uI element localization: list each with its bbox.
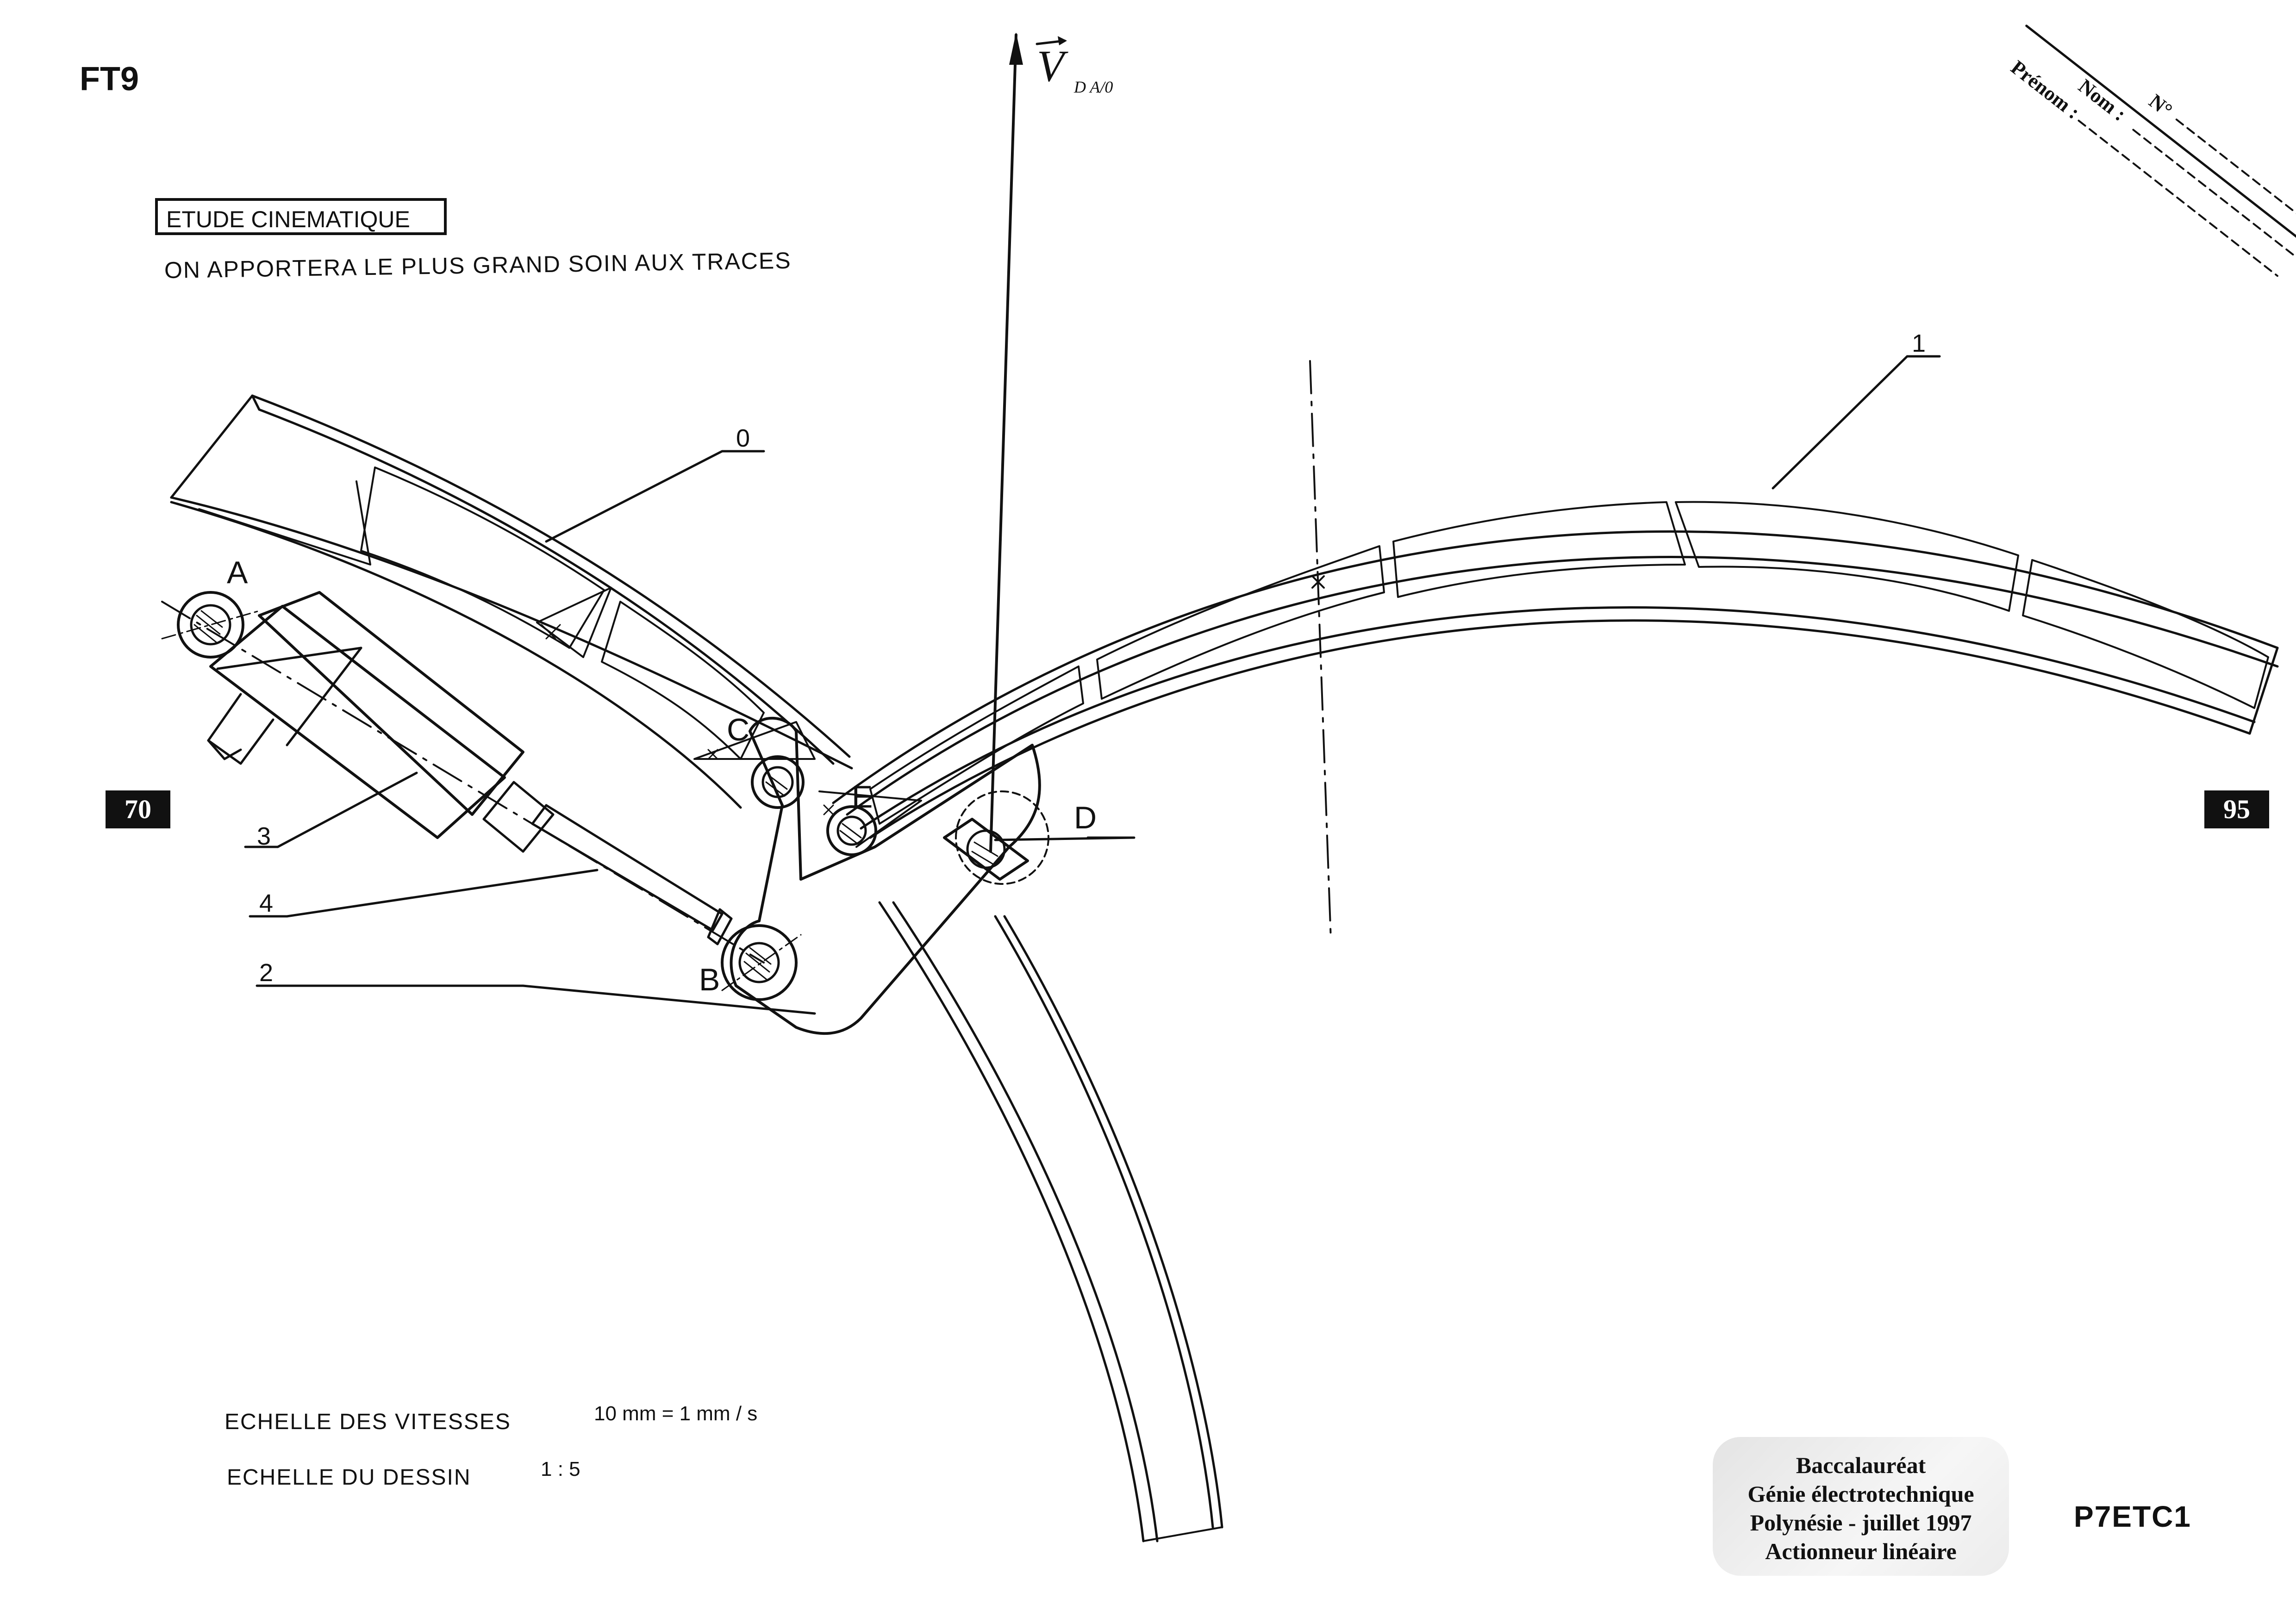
pivot-b: [721, 924, 802, 1001]
sheet-id: FT9: [80, 61, 139, 98]
page-marker-right: 95: [2204, 790, 2269, 828]
exam-info-box: Baccalauréat Génie électrotechnique Poly…: [1713, 1437, 2009, 1576]
label-part-3: 3: [257, 822, 271, 850]
speed-scale-label: ECHELLE DES VITESSES: [225, 1410, 511, 1434]
part-0-frame: [170, 394, 853, 809]
part-3-actuator-body: [207, 591, 524, 839]
part-1-arm: [832, 501, 2279, 839]
exam-line-1: Baccalauréat: [1796, 1452, 1926, 1478]
part-2-lever: [730, 716, 1041, 1035]
pivot-a: [161, 591, 260, 659]
corner-fields: N° Nom : Prénom :: [2007, 25, 2296, 277]
label-part-1: 1: [1912, 330, 1926, 357]
vector-subscript: D A/0: [1073, 78, 1113, 96]
drawing-scale-value: 1 : 5: [541, 1458, 580, 1480]
symmetry-axis: [1309, 360, 1332, 940]
actuator-axis: [161, 601, 765, 964]
part-labels: 0 1 2 3 4: [257, 330, 1926, 987]
label-point-b: B: [699, 962, 720, 997]
leader-lines: [244, 355, 1941, 1015]
label-point-c: C: [727, 712, 749, 747]
label-point-a: A: [227, 555, 248, 590]
part-4-rod: [482, 781, 733, 945]
label-point-e: E: [852, 779, 873, 815]
vector-label: V: [1037, 41, 1068, 91]
pivot-d: [943, 790, 1049, 885]
exam-line-4: Actionneur linéaire: [1765, 1538, 1957, 1564]
page-marker-left: 70: [106, 790, 170, 828]
reference-code: P7ETC1: [2074, 1500, 2191, 1533]
label-part-0: 0: [736, 424, 750, 452]
velocity-vector: V D A/0: [989, 32, 1113, 853]
field-prenom: Prénom :: [2007, 56, 2084, 124]
pivot-e: [818, 790, 922, 856]
label-point-d: D: [1074, 800, 1097, 835]
field-no: N°: [2145, 90, 2177, 122]
part-1-leg: [878, 901, 1223, 1542]
speed-scale-value: 10 mm = 1 mm / s: [594, 1402, 758, 1425]
exam-line-3: Polynésie - juillet 1997: [1750, 1510, 1972, 1536]
section-title: ETUDE CINEMATIQUE: [155, 198, 447, 235]
exam-line-2: Génie électrotechnique: [1747, 1481, 1974, 1507]
pivot-c: [693, 721, 816, 809]
label-part-2: 2: [259, 959, 273, 987]
drawing-scale-label: ECHELLE DU DESSIN: [227, 1465, 471, 1490]
point-labels: A B C D E: [227, 555, 1097, 997]
label-part-4: 4: [259, 889, 273, 917]
axis-cross: [1311, 575, 1325, 589]
